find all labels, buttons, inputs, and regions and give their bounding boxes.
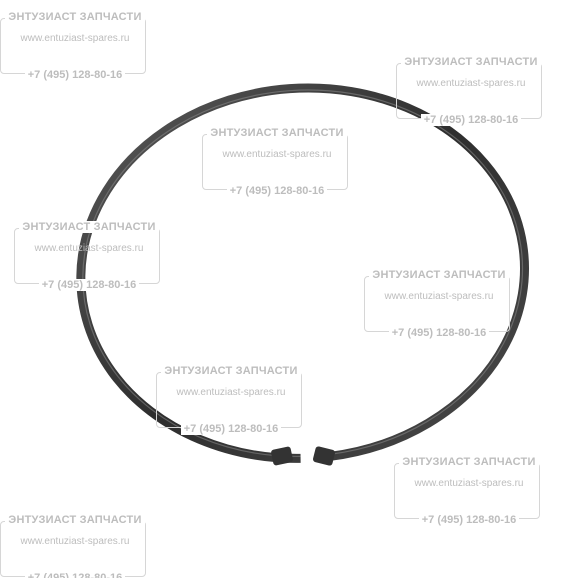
ring-body xyxy=(76,83,529,463)
ring-end-left xyxy=(271,446,293,466)
ring-highlight xyxy=(82,89,524,458)
ring-end-right xyxy=(312,446,336,466)
